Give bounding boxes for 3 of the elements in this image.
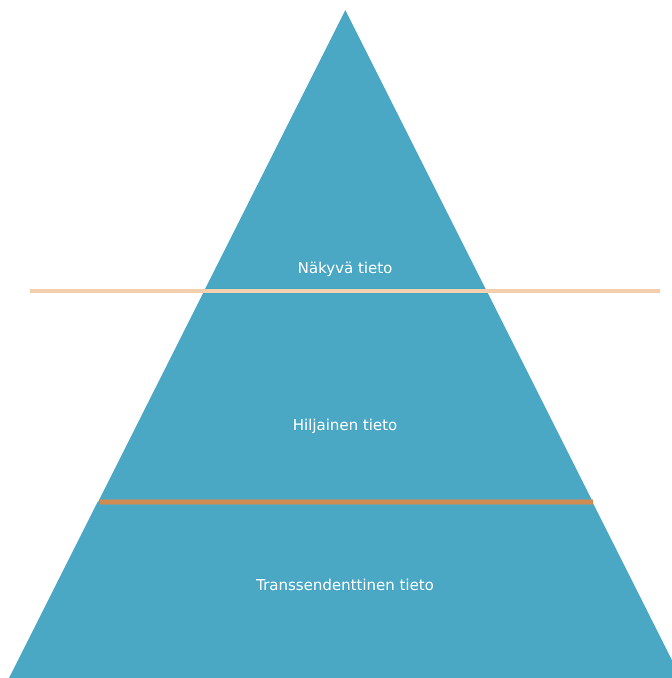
band-label: Näkyvä tieto — [298, 259, 392, 277]
band-label: Hiljainen tieto — [292, 416, 398, 434]
band-label: Transsendenttinen tieto — [256, 576, 434, 594]
